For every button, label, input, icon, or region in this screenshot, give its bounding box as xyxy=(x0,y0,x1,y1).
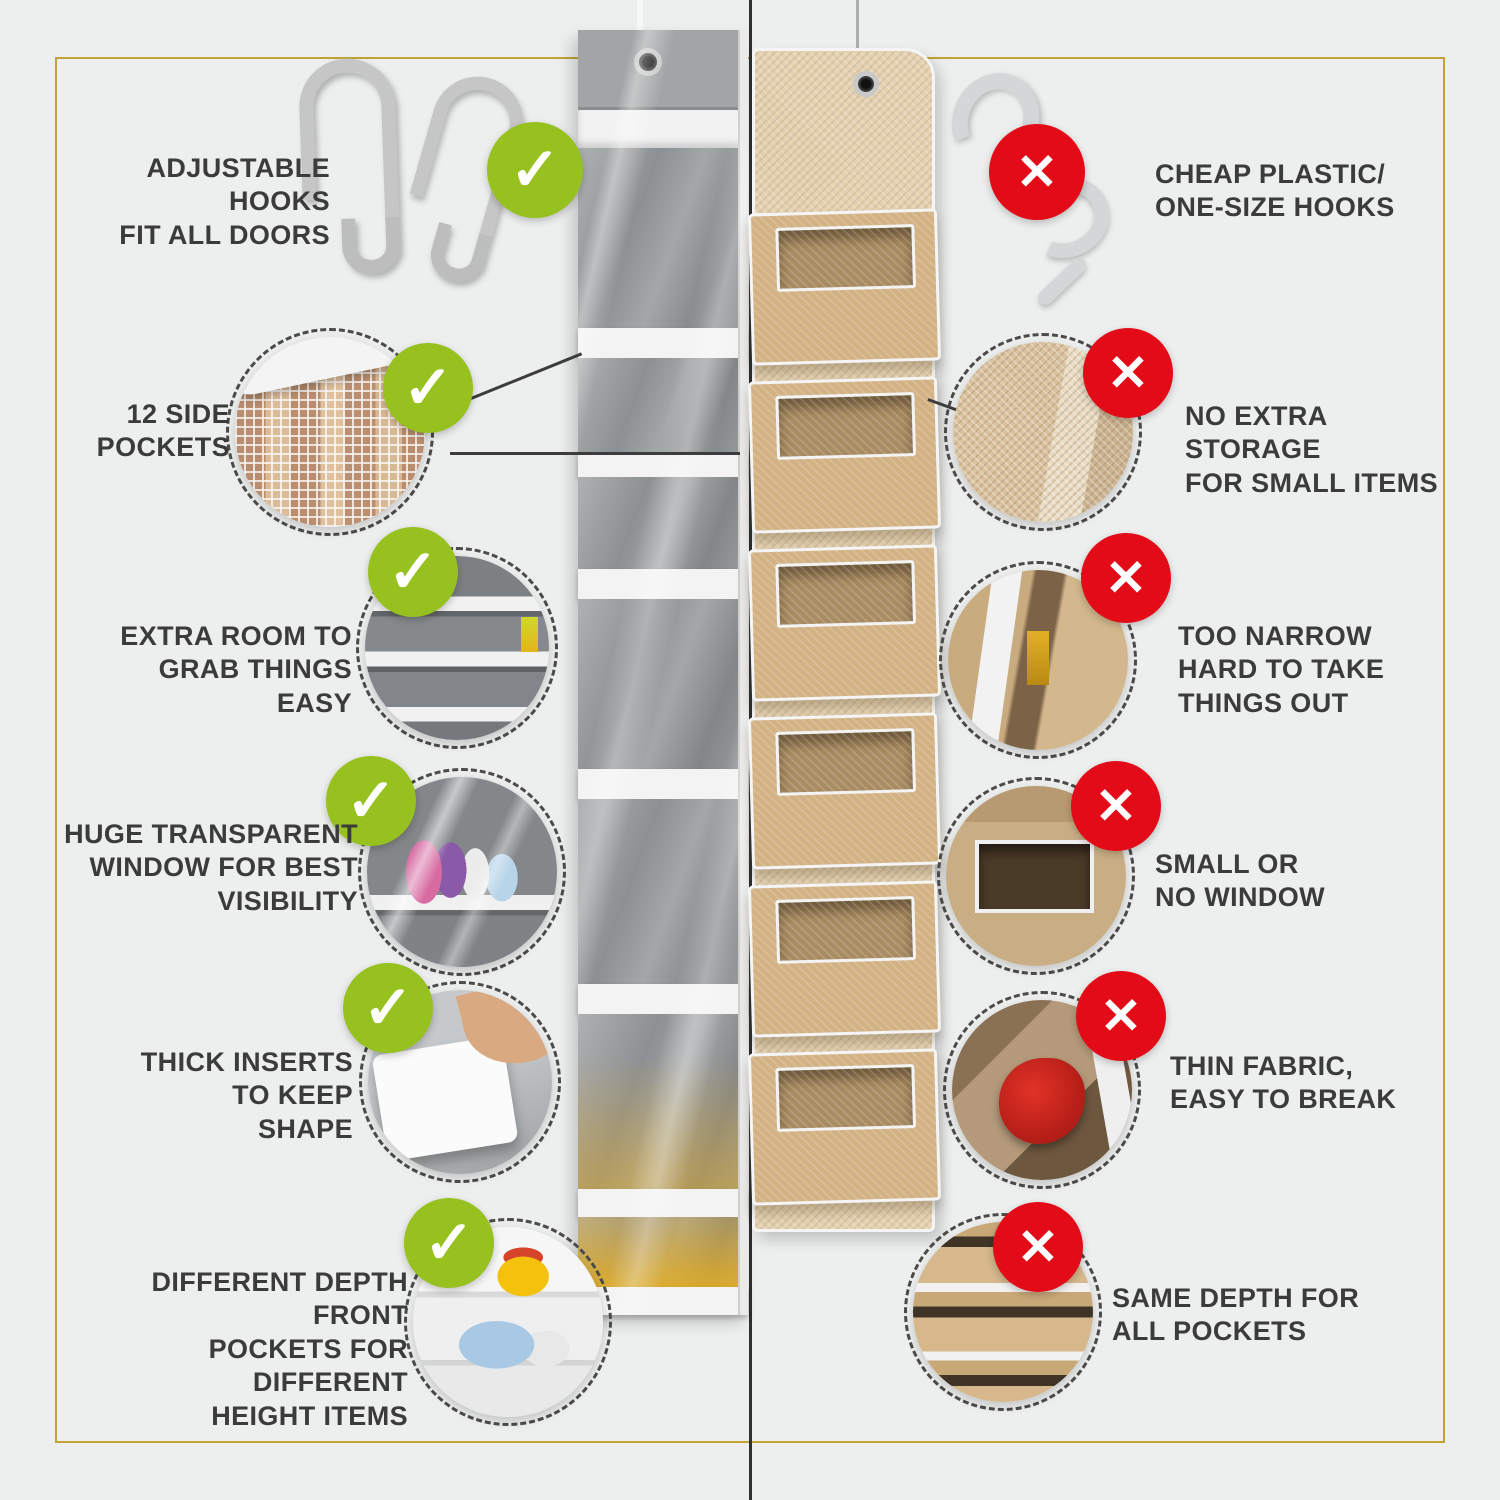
feature-label-no-extra-storage: NO EXTRA STORAGE FOR SMALL ITEMS xyxy=(1185,401,1438,498)
grommet-icon xyxy=(853,71,879,97)
grommet-icon xyxy=(634,48,662,76)
hanging-rope xyxy=(637,0,643,52)
shelf-band xyxy=(578,453,748,477)
feature-label-adjustable-hooks: ADJUSTABLE HOOKS FIT ALL DOORS xyxy=(119,153,330,250)
clear-panel xyxy=(578,1217,748,1287)
dashed-ring xyxy=(939,561,1137,759)
shelf-band xyxy=(578,110,748,148)
cross-icon: ✕ xyxy=(1076,971,1166,1061)
clear-panel xyxy=(578,1014,748,1189)
dashed-ring xyxy=(904,1213,1102,1411)
cross-icon: ✕ xyxy=(989,124,1085,220)
dashed-ring xyxy=(358,768,566,976)
feature-label-thick-inserts: THICK INSERTS TO KEEP SHAPE xyxy=(140,1047,353,1144)
connector-line xyxy=(450,452,740,455)
check-icon: ✓ xyxy=(368,527,458,617)
feature-label-transparent-window: HUGE TRANSPARENT WINDOW FOR BEST VISIBIL… xyxy=(64,819,358,916)
clear-panel xyxy=(578,599,748,769)
dashed-ring xyxy=(943,991,1141,1189)
check-icon: ✓ xyxy=(487,122,583,218)
organizer-right xyxy=(747,48,942,1232)
shelf-band xyxy=(578,1189,748,1217)
feature-label-side-pockets: 12 SIDE POCKETS xyxy=(96,399,230,463)
photo-transparent-window xyxy=(367,777,557,967)
feature-label-thin-fabric: THIN FABRIC, EASY TO BREAK xyxy=(1170,1051,1397,1115)
clear-panel xyxy=(578,358,748,453)
feature-label-too-narrow: TOO NARROW HARD TO TAKE THINGS OUT xyxy=(1178,621,1385,718)
dashed-ring xyxy=(356,547,558,749)
cross-icon: ✕ xyxy=(1081,533,1171,623)
check-icon: ✓ xyxy=(404,1198,494,1288)
right-organizer-pocket xyxy=(747,376,942,534)
clear-panel xyxy=(578,148,748,328)
right-organizer-pocket xyxy=(747,544,942,702)
photo-small-window xyxy=(946,786,1126,966)
cross-icon: ✕ xyxy=(1071,761,1161,851)
right-organizer-pocket xyxy=(747,1048,942,1206)
cross-icon: ✕ xyxy=(1083,328,1173,418)
feature-label-extra-room: EXTRA ROOM TO GRAB THINGS EASY xyxy=(120,621,352,718)
feature-label-small-window: SMALL OR NO WINDOW xyxy=(1155,849,1326,913)
feature-label-different-depth: DIFFERENT DEPTH FRONT POCKETS FOR DIFFER… xyxy=(151,1267,408,1431)
clear-panel xyxy=(578,477,748,569)
clear-panel xyxy=(578,799,748,984)
shelf-band xyxy=(578,328,748,358)
dashed-ring xyxy=(937,777,1135,975)
right-organizer-pocket xyxy=(747,712,942,870)
right-organizer-pocket xyxy=(747,208,942,366)
hanging-wire xyxy=(856,0,859,62)
feature-label-same-depth: SAME DEPTH FOR ALL POCKETS xyxy=(1112,1283,1360,1347)
check-icon: ✓ xyxy=(343,963,433,1053)
left-organizer-flap xyxy=(578,30,748,110)
shelf-band xyxy=(578,984,748,1014)
check-icon: ✓ xyxy=(326,756,416,846)
check-icon: ✓ xyxy=(383,343,473,433)
shelf-band xyxy=(578,769,748,799)
dashed-ring xyxy=(944,333,1142,531)
shelf-band xyxy=(578,569,748,599)
organizer-left xyxy=(578,30,748,1315)
right-organizer-pocket xyxy=(747,880,942,1038)
dashed-ring xyxy=(359,981,561,1183)
feature-label-cheap-hooks: CHEAP PLASTIC/ ONE-SIZE HOOKS xyxy=(1155,159,1395,223)
cross-icon: ✕ xyxy=(993,1202,1083,1292)
dashed-ring xyxy=(404,1218,612,1426)
side-binding xyxy=(738,30,748,1315)
